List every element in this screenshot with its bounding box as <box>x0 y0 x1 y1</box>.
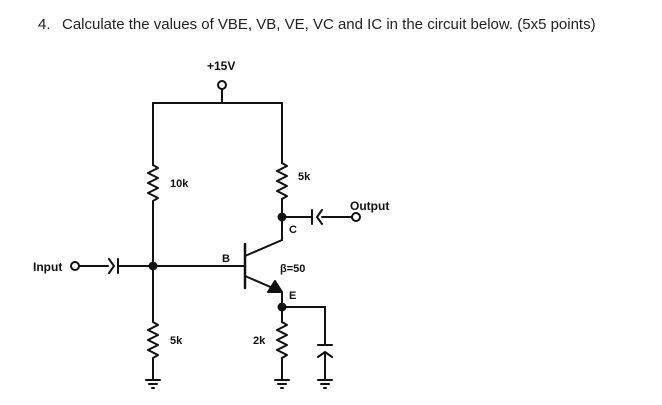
question-number: 4. <box>38 16 51 33</box>
re-label: 2k <box>253 335 266 347</box>
r1-resistor <box>147 164 159 202</box>
output-terminal <box>351 212 361 222</box>
supply-label: +15V <box>207 59 235 73</box>
emitter-label: E <box>289 290 296 302</box>
output-capacitor-icon <box>311 209 323 225</box>
collector-label: C <box>289 224 297 236</box>
rc-resistor <box>276 162 288 200</box>
r1-label: 10k <box>170 178 189 190</box>
r2-label: 5k <box>170 335 183 347</box>
question-text: 4. Calculate the values of VBE, VB, VE, V… <box>38 16 596 33</box>
input-terminal <box>70 261 109 271</box>
re-resistor <box>276 321 288 359</box>
base-label: B <box>222 253 230 265</box>
r2-ground-icon <box>145 379 161 389</box>
npn-transistor-icon <box>243 239 283 293</box>
question-body: Calculate the values of VBE, VB, VE, VC … <box>62 16 596 33</box>
input-label: Input <box>33 260 62 274</box>
bypass-ground-icon <box>317 379 333 389</box>
supply-terminal <box>217 80 227 104</box>
output-label: Output <box>350 199 389 213</box>
input-capacitor-icon <box>108 258 119 274</box>
rc-label: 5k <box>298 171 311 183</box>
beta-label: β=50 <box>280 263 305 275</box>
r2-resistor <box>147 321 159 359</box>
re-ground-icon <box>274 379 290 389</box>
